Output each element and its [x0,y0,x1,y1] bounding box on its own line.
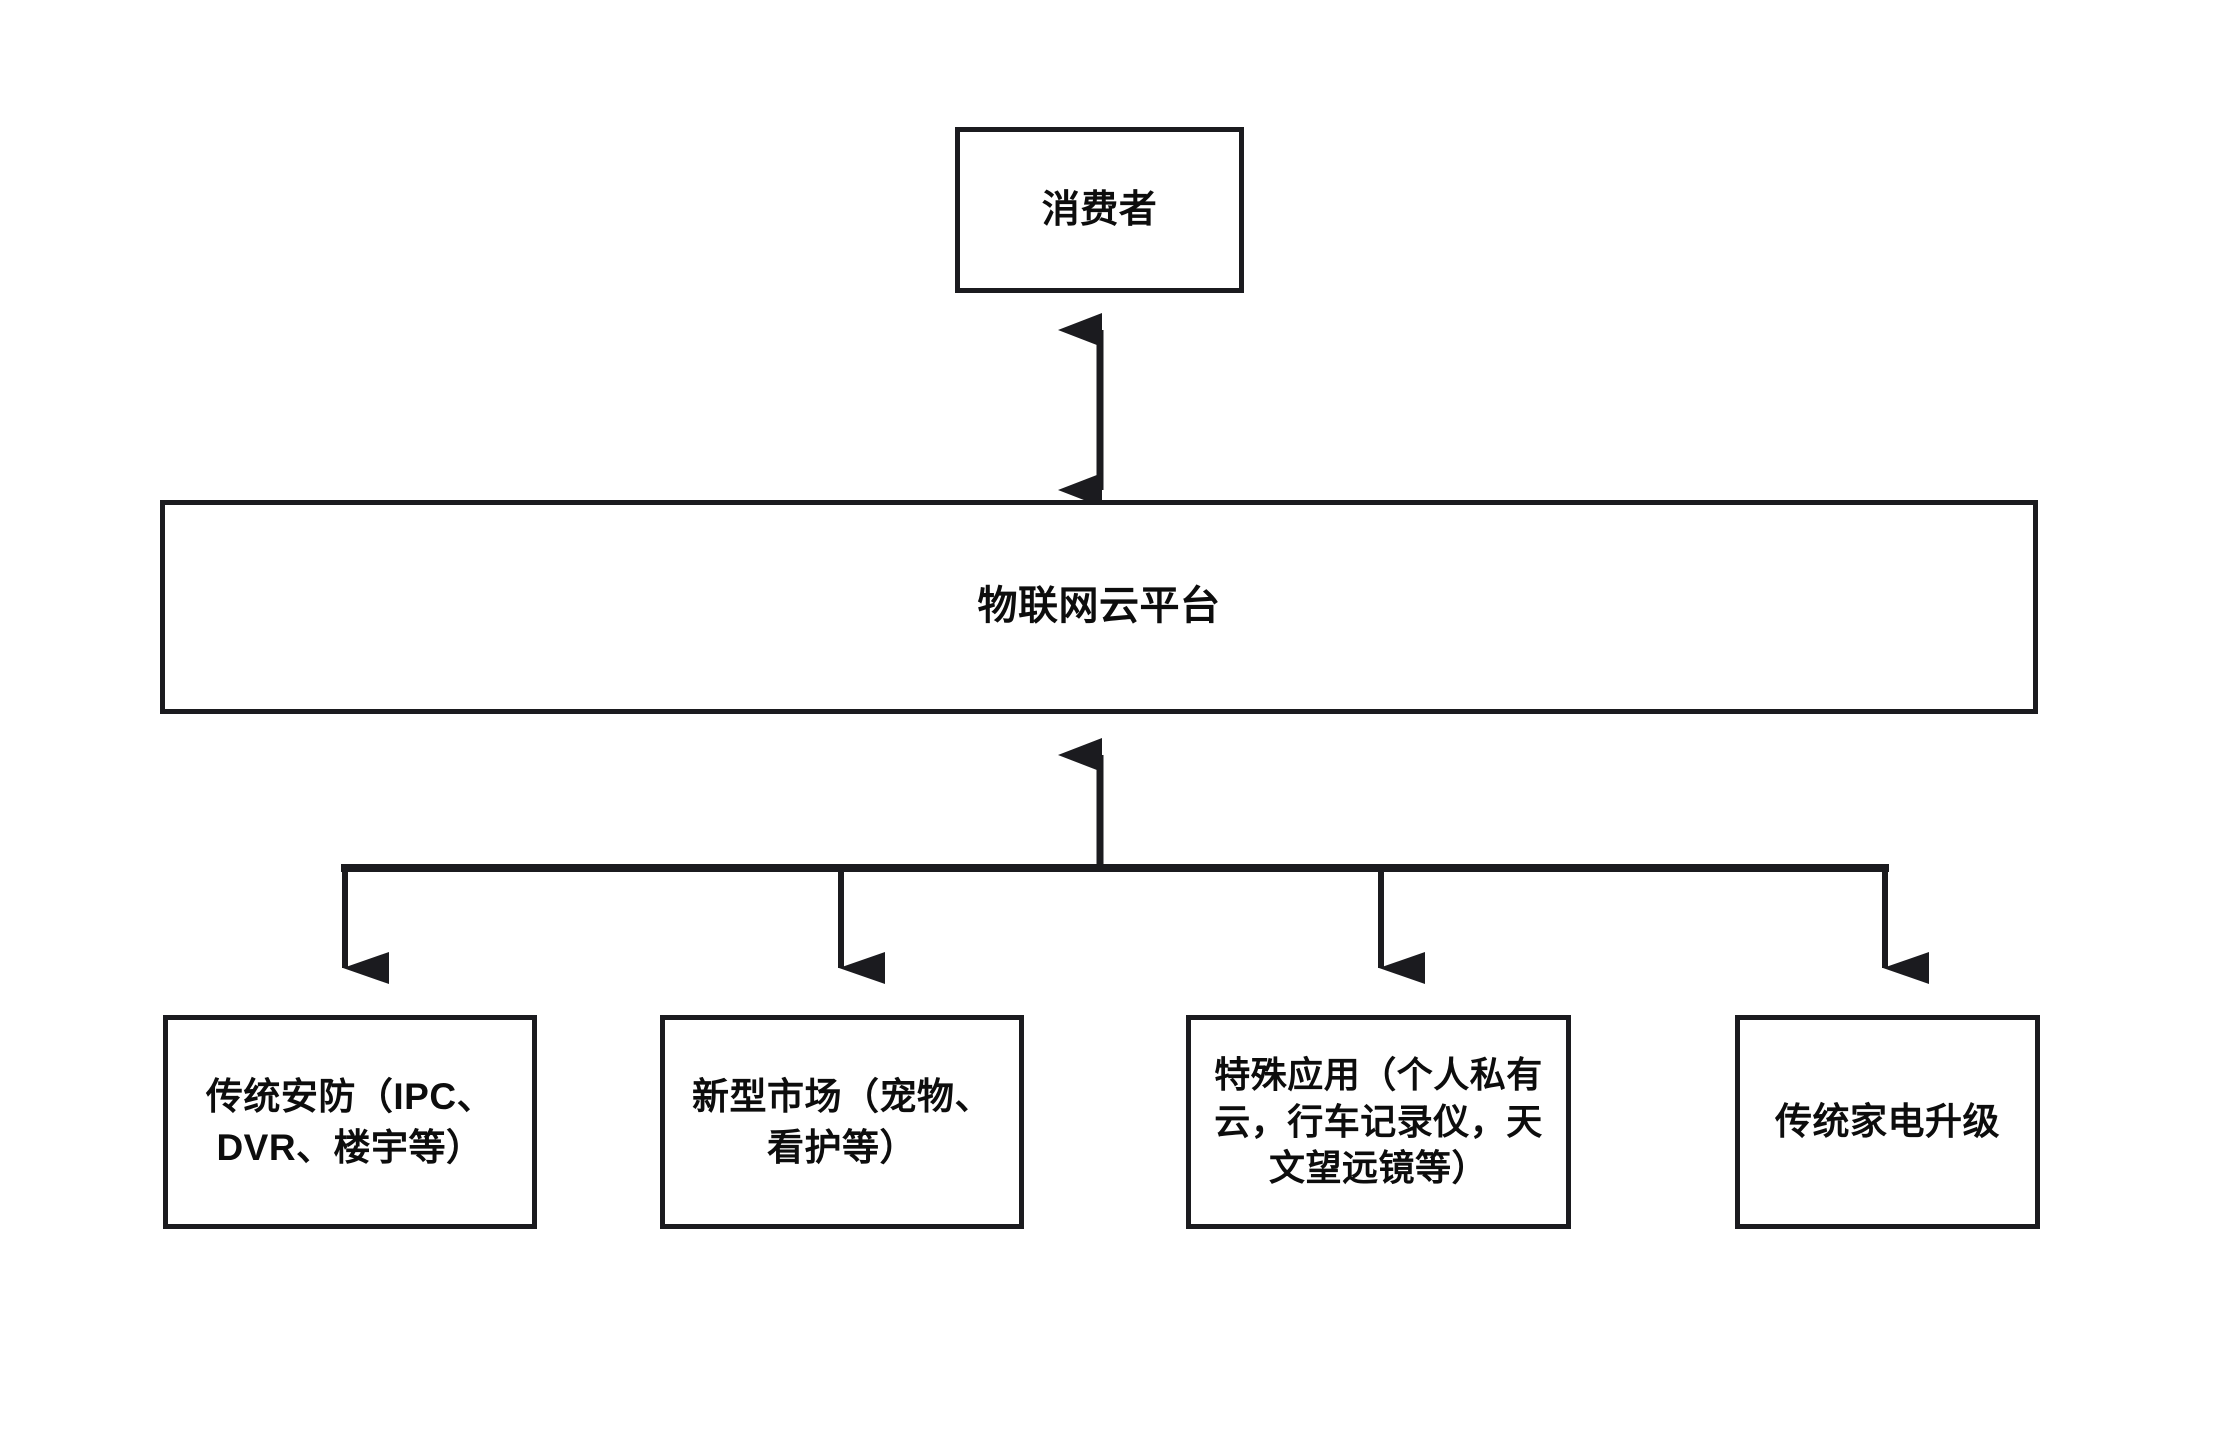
node-appliance-upgrade[interactable]: 传统家电升级 [1735,1015,2040,1229]
node-iot-cloud-platform-label: 物联网云平台 [977,584,1221,629]
node-appliance-upgrade-label: 传统家电升级 [1775,1101,2000,1143]
node-traditional-security[interactable]: 传统安防（IPC、DVR、楼宇等） [163,1015,537,1229]
node-consumer[interactable]: 消费者 [955,127,1244,293]
node-special-application-label: 特殊应用（个人私有云，行车记录仪，天文望远镜等） [1214,1053,1543,1189]
node-new-market-label: 新型市场（宠物、看护等） [692,1075,992,1168]
node-traditional-security-label: 传统安防（IPC、DVR、楼宇等） [205,1075,495,1168]
node-new-market[interactable]: 新型市场（宠物、看护等） [660,1015,1024,1229]
node-consumer-label: 消费者 [1041,188,1158,231]
node-special-application[interactable]: 特殊应用（个人私有云，行车记录仪，天文望远镜等） [1186,1015,1571,1229]
node-iot-cloud-platform[interactable]: 物联网云平台 [160,500,2038,714]
